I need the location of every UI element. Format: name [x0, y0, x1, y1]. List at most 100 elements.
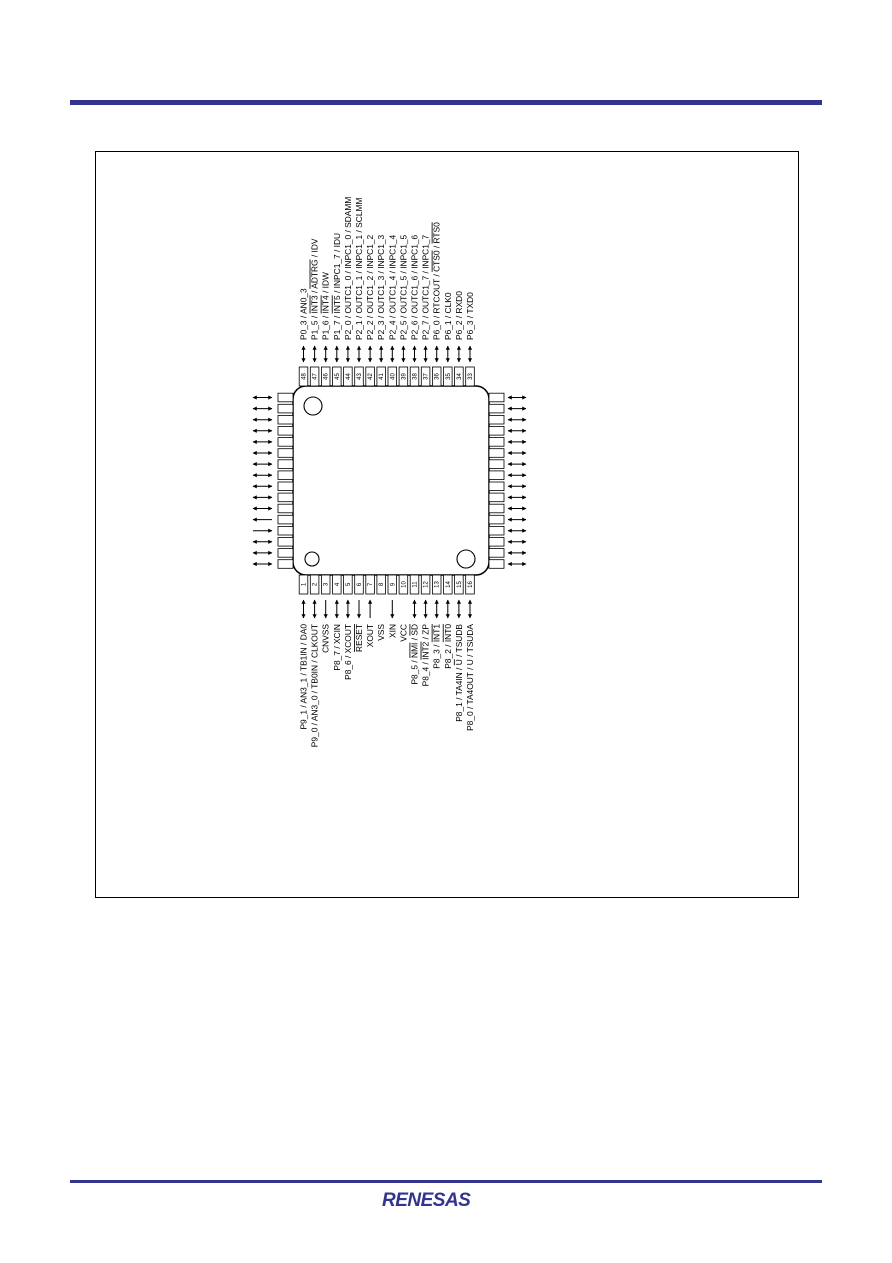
- pin-number: 11: [413, 581, 419, 588]
- pin-label: P2_6 / OUTC1_6 / INPC1_6: [410, 234, 420, 340]
- pin-number: 46: [324, 373, 330, 380]
- pin-pad: [488, 537, 505, 547]
- footer-rule: [70, 1180, 822, 1183]
- pin-label: P1_7 / INT5 / INPC1_7 / IDU: [332, 233, 342, 340]
- pin-pad: [277, 559, 294, 569]
- pin-pad: 46: [320, 366, 331, 387]
- logo-text: RENESAS: [382, 1190, 471, 1211]
- pin-label: P2_3 / OUTC1_3 / INPC1_3: [376, 234, 386, 340]
- pin-pad: 45: [332, 366, 342, 387]
- pin-pad: [277, 548, 294, 558]
- pin-label: P6_1 / CLK0: [443, 292, 453, 340]
- pin-label: P0_3 / AN0_3: [299, 288, 309, 340]
- pin-label: P8_2 / INT0: [443, 624, 453, 669]
- pin-pad: [488, 481, 505, 492]
- pin-label: P1_6 / INT4 / IDW: [321, 272, 331, 340]
- pin-number: 7: [368, 582, 374, 586]
- pin-pad: 5: [343, 574, 353, 595]
- pin-label: P2_5 / OUTC1_5 / INPC1_5: [398, 234, 408, 340]
- pin-number: 34: [457, 373, 463, 380]
- pin-pad: 36: [431, 366, 442, 387]
- pin-pad: [488, 392, 505, 403]
- pin-number: 40: [390, 373, 396, 380]
- pin-number: 12: [424, 581, 430, 588]
- pin-number: 8: [379, 582, 385, 586]
- pin-label: P2_0 / OUTC1_0 / INPC1_0 / SDAMM: [343, 197, 353, 340]
- pin-pad: [488, 437, 505, 447]
- pin-number: 13: [435, 581, 441, 588]
- renesas-logo: RENESAS: [382, 1190, 472, 1211]
- pin-number: 47: [313, 373, 319, 380]
- pin-pad: 9: [387, 574, 398, 595]
- pin-pad: [277, 437, 294, 447]
- pin-pad: 42: [365, 366, 375, 387]
- pin-number: 36: [435, 373, 441, 380]
- pin-pad: 40: [387, 366, 398, 387]
- pin-label: P6_2 / RXD0: [454, 291, 464, 340]
- pin-number: 10: [401, 581, 407, 588]
- pin-pad: [488, 426, 505, 436]
- pin-pad: [277, 481, 294, 492]
- pin-number: 16: [468, 581, 474, 588]
- pin-pad: 44: [343, 366, 353, 387]
- pin-number: 45: [335, 373, 341, 380]
- top-pin-row: 48 P0_3 / AN0_3 47 P1_5 / INT3 / ADTRG / ID…: [298, 197, 475, 387]
- pin-pad: [277, 403, 294, 414]
- pin1-marker-circle: [303, 396, 323, 416]
- pin-pad: [277, 414, 294, 425]
- pin-label: CNVSS: [321, 624, 331, 653]
- pin-pad: 41: [376, 366, 386, 387]
- pin-label: P2_7 / OUTC1_7 / INPC1_7: [421, 234, 431, 340]
- pin-pad: [277, 470, 294, 480]
- pin-pad: 14: [443, 574, 453, 595]
- pin-label: P8_1 / TA4IN / U / TSUDB: [454, 624, 464, 722]
- pin-label: P2_2 / OUTC1_2 / INPC1_2: [365, 234, 375, 340]
- pin-pad: 13: [431, 574, 442, 595]
- pin-pad: [277, 459, 294, 469]
- pin-pad: [488, 492, 505, 503]
- pin-pad: [488, 559, 505, 569]
- pin-pad: 37: [420, 366, 431, 387]
- pin-number: 48: [302, 373, 308, 380]
- pin-pad: 33: [465, 366, 475, 387]
- pin-pad: 1: [298, 574, 309, 595]
- pin-number: 33: [468, 373, 474, 380]
- pin-pad: 10: [398, 574, 409, 595]
- pin-pad: 15: [454, 574, 464, 595]
- pin-pad: [488, 514, 505, 525]
- package-body: [292, 385, 490, 576]
- pin-pad: [488, 503, 505, 514]
- pin-label: P1_5 / INT3 / ADTRG / IDV: [310, 238, 320, 340]
- pin-number: 9: [390, 582, 396, 586]
- pin-number: 37: [424, 373, 430, 380]
- pin-pad: [488, 403, 505, 414]
- corner-marker-circle: [304, 551, 320, 567]
- pin-number: 44: [346, 373, 352, 380]
- pin-label: VSS: [376, 624, 386, 641]
- pin-number: 38: [413, 373, 419, 380]
- pin-number: 5: [346, 582, 352, 586]
- pin-pad: [488, 459, 505, 469]
- pin-pad: [277, 537, 294, 547]
- pin-label: P8_0 / TA4OUT / U / TSUDA: [465, 624, 475, 731]
- left-pin-column: [252, 392, 294, 569]
- header-rule: [70, 100, 822, 105]
- pin-pad: 7: [365, 574, 375, 595]
- pin-number: 1: [302, 582, 308, 586]
- pin-pad: [488, 526, 505, 536]
- pin-label: P8_4 / INT2 / ZP: [421, 624, 431, 687]
- pin-label: XIN: [387, 624, 397, 638]
- pin-pad: [277, 526, 294, 536]
- right-pin-column: [488, 392, 527, 569]
- pin-pad: 48: [298, 366, 309, 387]
- pin-number: 4: [335, 582, 341, 586]
- pin-label: P2_4 / OUTC1_4 / INPC1_4: [387, 234, 397, 340]
- pin-label: P8_6 / XCOUT: [343, 624, 353, 680]
- pin-number: 43: [357, 373, 363, 380]
- pin-pad: [488, 548, 505, 558]
- pin-pad: 3: [320, 574, 331, 595]
- pin-pad: [488, 448, 505, 458]
- pin-pad: [277, 448, 294, 458]
- pin-label: P8_7 / XCIN: [332, 624, 342, 671]
